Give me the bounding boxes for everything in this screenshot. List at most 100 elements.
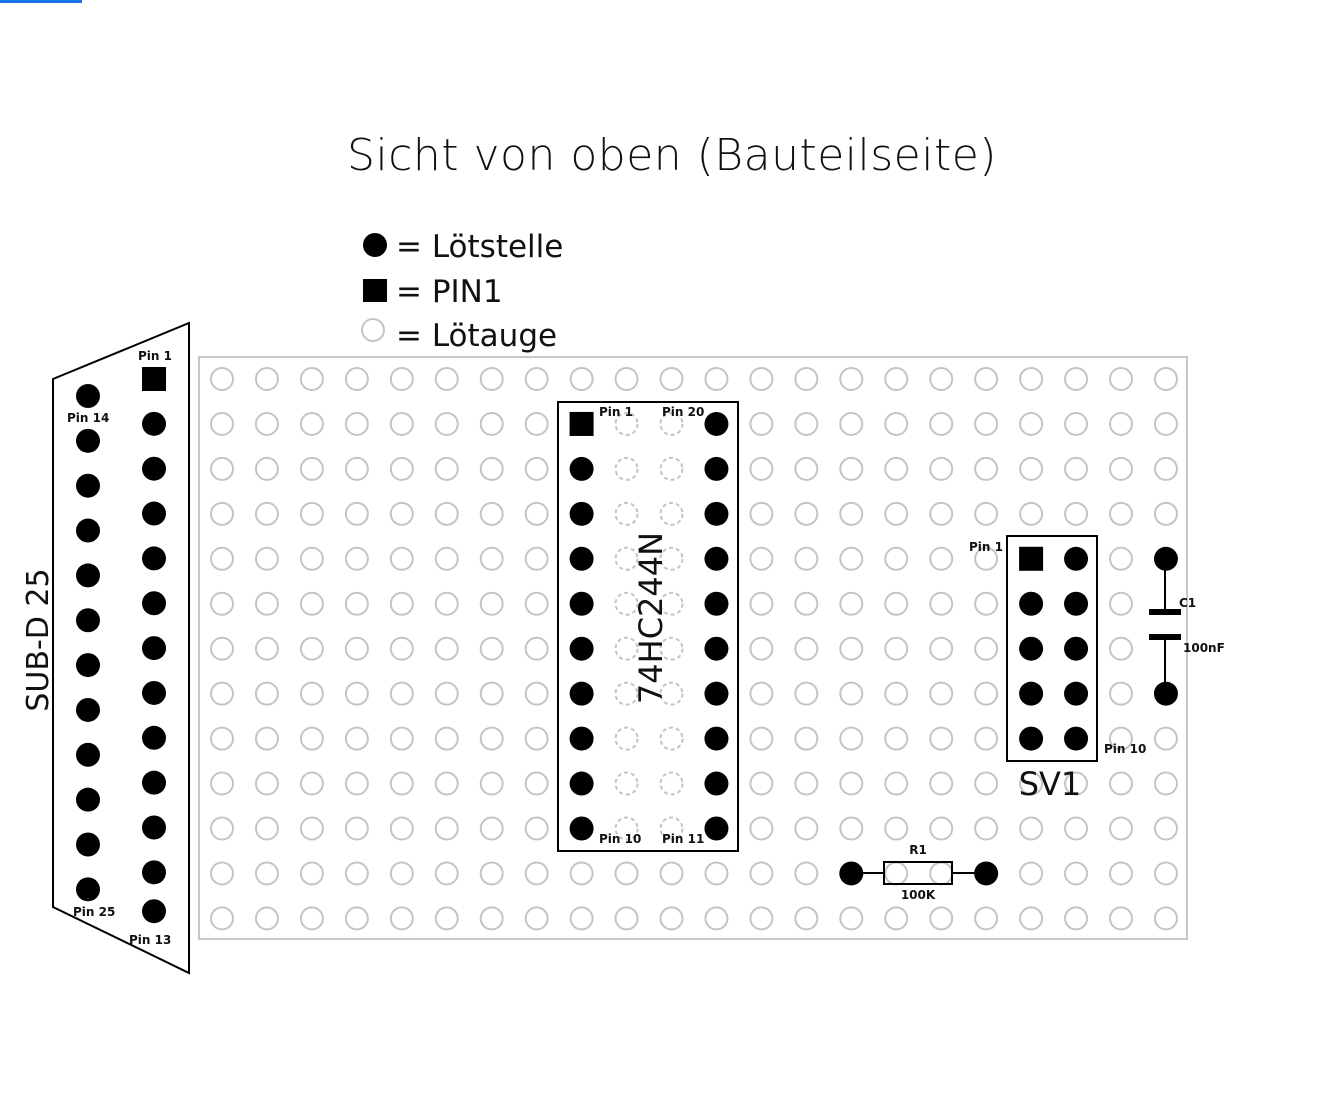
solder-pad-hole [839, 726, 864, 751]
header-pin1-label: Pin 1 [969, 540, 1003, 554]
solder-pad-hole [1109, 861, 1133, 886]
subd-pin-joint [142, 456, 166, 481]
ic-pin-joint [704, 681, 729, 706]
ic-pin-joint [704, 771, 729, 796]
solder-pad-hole [434, 861, 459, 886]
ic-pin-joint [704, 456, 729, 481]
solder-pad-hole [389, 906, 414, 931]
solder-pad-hole [524, 367, 549, 391]
solder-joints [76, 367, 1178, 924]
subd-pin-joint [142, 860, 166, 885]
solder-pad-hole [749, 411, 774, 436]
solder-pad-hole [434, 906, 459, 931]
solder-pad-hole [884, 591, 909, 616]
capacitor-plate-top [1149, 609, 1181, 615]
ic-pin-joint [569, 501, 594, 526]
solder-pad-hole [749, 861, 774, 886]
ic-name: 74HC244N [632, 532, 670, 704]
ic-pin-joint [569, 771, 594, 796]
ic-outline [557, 401, 739, 852]
solder-pad-hole [614, 546, 639, 571]
solder-pad-hole [1064, 816, 1089, 841]
solder-pad-hole [1153, 771, 1178, 796]
solder-pad-hole [929, 906, 954, 931]
solder-pad-hole [659, 411, 684, 436]
resistor-name: R1 [909, 843, 927, 857]
solder-pad-hole [389, 861, 414, 886]
subd-pin-joint [76, 428, 100, 453]
solder-pad-hole [974, 411, 999, 436]
resistor-joint [839, 861, 864, 886]
solder-pad-hole [344, 726, 369, 751]
solder-pad-hole [299, 411, 324, 436]
capacitor-value: 100nF [1183, 641, 1225, 655]
header-pin-joint [1019, 726, 1044, 751]
solder-pad-hole [1064, 367, 1089, 391]
solder-pad-hole [884, 726, 909, 751]
solder-pad-hole [344, 771, 369, 796]
solder-pad-hole [344, 816, 369, 841]
solder-pad-hole [210, 456, 234, 481]
solder-pad-hole [524, 546, 549, 571]
resistor-body [883, 861, 953, 885]
solder-pad-hole [254, 906, 279, 931]
ic-pin-joint [569, 636, 594, 661]
solder-pad-hole [299, 636, 324, 661]
solder-pad-hole [614, 681, 639, 706]
solder-pad-hole [254, 726, 279, 751]
solder-pad-hole [974, 501, 999, 526]
header-pin-joint [1019, 636, 1044, 661]
solder-pad-hole [974, 816, 999, 841]
solder-pad-hole [479, 681, 504, 706]
solder-pad-hole [344, 906, 369, 931]
solder-pad-hole [1109, 411, 1133, 436]
subd-pin14-label: Pin 14 [67, 411, 109, 425]
solder-pad-hole [344, 591, 369, 616]
solder-pad-hole [210, 636, 234, 661]
solder-pad-hole [254, 771, 279, 796]
ic-pin-joint [704, 816, 729, 841]
solder-pad-hole [254, 501, 279, 526]
solder-pad-hole [929, 636, 954, 661]
solder-pad-hole [524, 726, 549, 751]
solder-pad-hole [210, 906, 234, 931]
resistor-r1: R1 100K [850, 843, 985, 902]
solder-pad-hole [389, 726, 414, 751]
solder-pad-hole [659, 367, 684, 391]
solder-pad-hole [210, 591, 234, 616]
solder-pad-hole [884, 906, 909, 931]
solder-pad-hole [1109, 546, 1133, 571]
solder-pad-hole [794, 906, 819, 931]
solder-pad-hole [479, 591, 504, 616]
solder-pad-hole [884, 501, 909, 526]
solder-pad-hole [389, 816, 414, 841]
solder-pad-hole [749, 636, 774, 661]
solder-pad-hole [299, 681, 324, 706]
solder-pad-hole [299, 906, 324, 931]
solder-pad-hole [794, 726, 819, 751]
capacitor-name: C1 [1179, 596, 1196, 610]
header-pin-joint [1064, 681, 1089, 706]
solder-pad-hole [1019, 861, 1044, 886]
solder-pad-hole [929, 681, 954, 706]
solder-pad-hole [344, 367, 369, 391]
solder-pad-hole [299, 367, 324, 391]
solder-pad-hole [884, 456, 909, 481]
solder-pad-hole [524, 816, 549, 841]
subd-pin-joint [142, 680, 166, 705]
subd-pin-joint [76, 473, 100, 498]
solder-pad-hole [614, 726, 639, 751]
solder-pad-hole [839, 411, 864, 436]
solder-pad-hole [659, 681, 684, 706]
solder-pad-hole [1109, 501, 1133, 526]
solder-pad-hole [974, 726, 999, 751]
subd-pin-joint [142, 501, 166, 526]
subd-pin-joint [76, 787, 100, 812]
solder-pad-hole [839, 771, 864, 796]
solder-pad-hole [210, 501, 234, 526]
subd-pin13-label: Pin 13 [129, 933, 171, 947]
ic-pin-joint [704, 501, 729, 526]
solder-pad-hole [884, 367, 909, 391]
board-outline [198, 356, 1188, 940]
subd-pin-joint [142, 411, 166, 436]
